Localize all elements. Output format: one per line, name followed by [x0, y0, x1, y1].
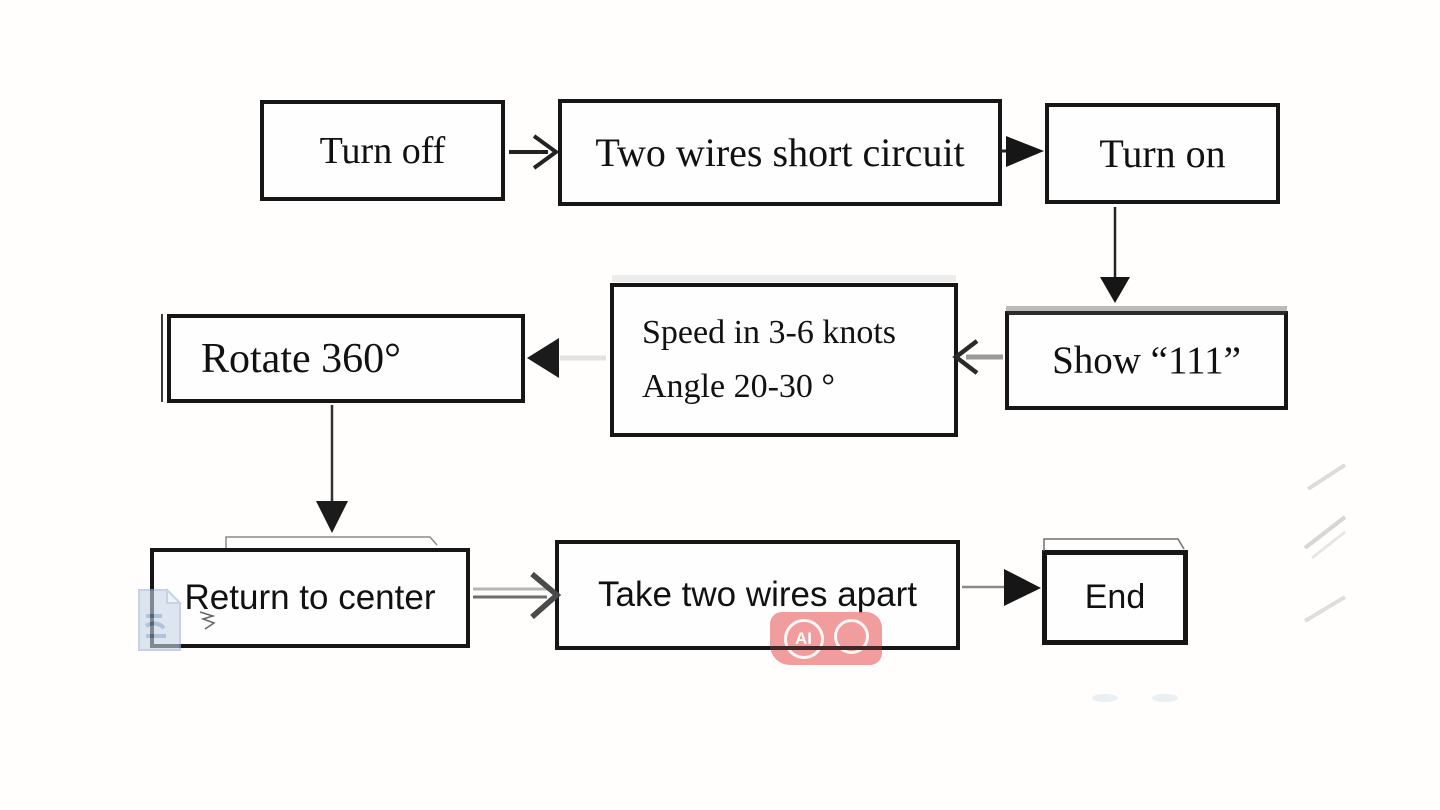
arrow-turnon-to-show111 [1100, 207, 1130, 303]
ai-watermark-badge: AI [770, 612, 882, 665]
arrow-twowires-to-turnon [1000, 136, 1044, 167]
node-end: End [1042, 550, 1188, 645]
document-icon [136, 587, 183, 652]
arrow-turnoff-to-twowires [509, 134, 560, 170]
arrow-take-to-end [962, 569, 1041, 606]
ai-logo-icon: AI [783, 618, 824, 659]
scan-artifact [612, 275, 956, 282]
scan-artifact [1311, 530, 1346, 560]
smudge-mark [1152, 694, 1178, 702]
scan-artifact [1303, 595, 1347, 623]
scan-artifact [1306, 463, 1347, 491]
node-label-line2: Angle 20-30 ° [642, 368, 836, 405]
node-speed-angle: Speed in 3-6 knots Angle 20-30 ° [610, 283, 958, 437]
node-label: Return to center [184, 578, 436, 617]
arrow-rotate-to-return [316, 405, 348, 533]
node-return-to-center: Return to center [150, 548, 470, 648]
node-take-two-wires-apart: Take two wires apart [555, 540, 960, 650]
node-label: Rotate 360° [201, 335, 401, 382]
node-label: Two wires short circuit [595, 130, 965, 175]
node-label-line1: Speed in 3-6 knots [642, 314, 897, 351]
node-turn-off: Turn off [260, 100, 505, 201]
circle-icon [833, 619, 869, 654]
node-rotate-360: Rotate 360° [167, 314, 525, 403]
node-show-111: Show “111” [1005, 311, 1288, 410]
ai-logo-label: AI [795, 628, 812, 648]
arrow-return-to-take [473, 571, 562, 620]
node-label: End [1084, 578, 1146, 616]
node-two-wires-short-circuit: Two wires short circuit [558, 99, 1002, 206]
node-label: Turn off [319, 129, 446, 172]
node-label: Show “111” [1052, 339, 1241, 382]
scan-artifact [225, 536, 438, 548]
node-turn-on: Turn on [1045, 103, 1280, 204]
node-label: Take two wires apart [597, 575, 918, 614]
smudge-mark [1092, 694, 1118, 702]
scan-artifact [1303, 515, 1347, 550]
arrow-show111-to-speed [952, 339, 1003, 375]
arrow-speed-to-rotate [527, 338, 606, 378]
node-label: Turn on [1099, 131, 1226, 176]
